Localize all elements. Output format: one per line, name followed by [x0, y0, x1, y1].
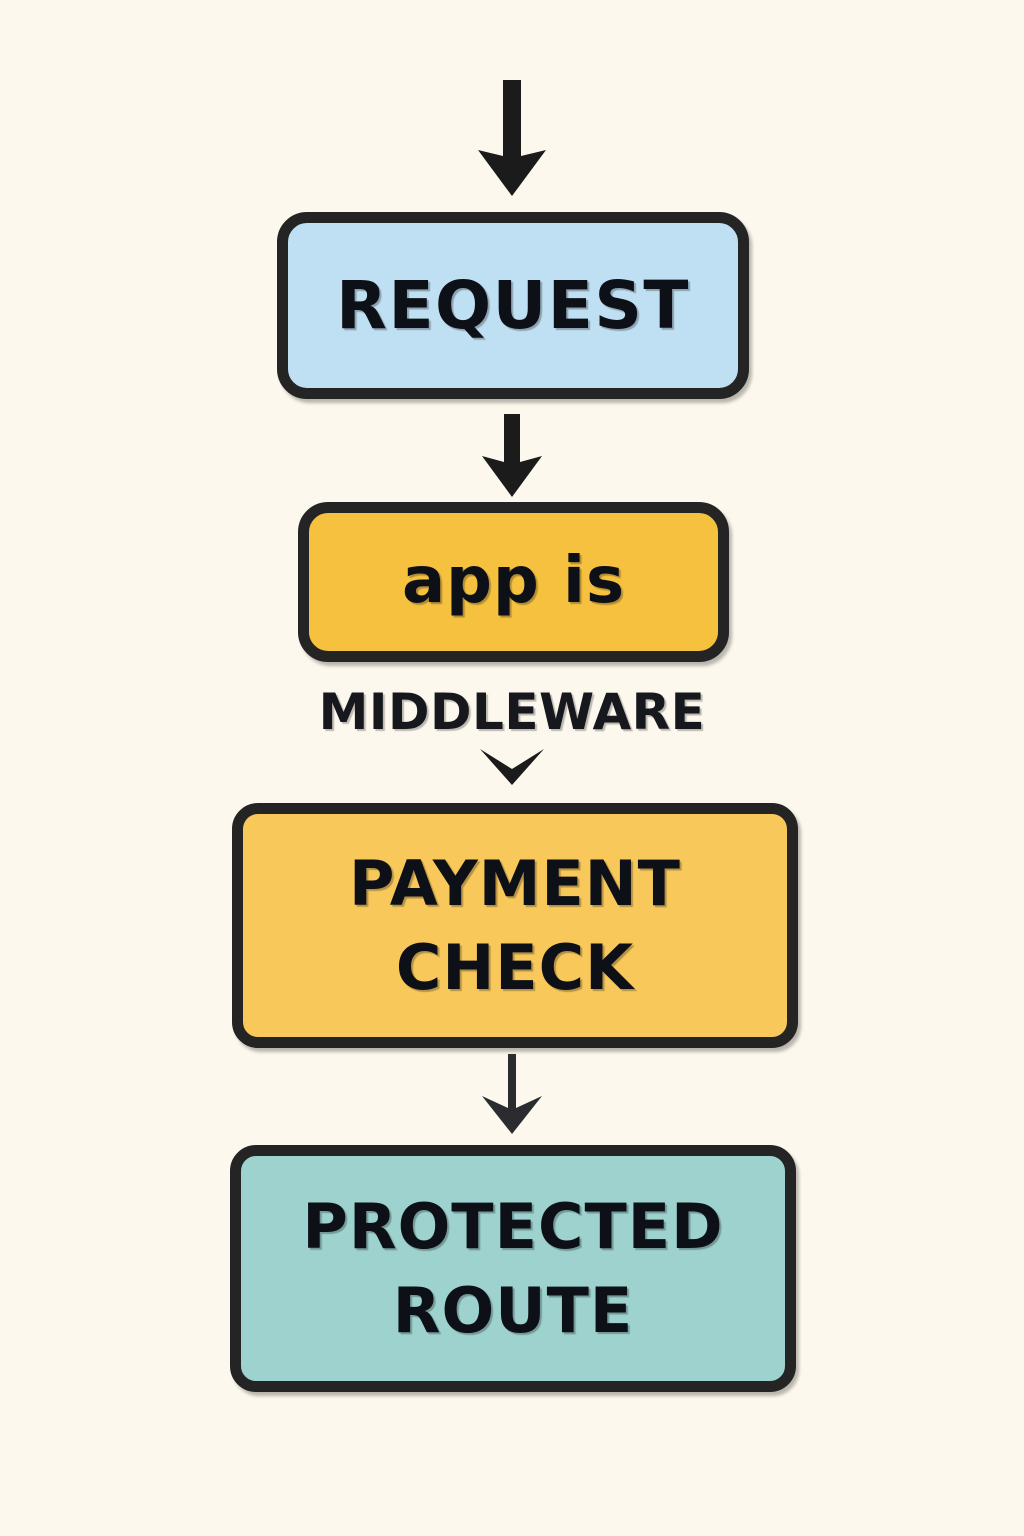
- node-app-is-label: app is: [401, 544, 626, 619]
- node-protected-route-label: PROTECTED ROUTE: [302, 1189, 724, 1347]
- arrow-down-icon-request-to-app: [482, 414, 542, 497]
- arrow-down-icon-payment-to-route: [482, 1054, 542, 1134]
- node-app-is[interactable]: app is: [298, 502, 729, 662]
- node-request-label: REQUEST: [336, 266, 690, 344]
- node-protected-route[interactable]: PROTECTED ROUTE: [230, 1145, 796, 1392]
- node-request[interactable]: REQUEST: [277, 212, 749, 399]
- middleware-caption: MIDDLEWARE: [318, 683, 706, 741]
- node-payment-check[interactable]: PAYMENT CHECK: [232, 803, 798, 1048]
- chevron-down-icon-app-to-payment: [480, 749, 544, 785]
- node-payment-check-label: PAYMENT CHECK: [349, 846, 681, 1004]
- arrow-down-icon-entry: [478, 80, 546, 196]
